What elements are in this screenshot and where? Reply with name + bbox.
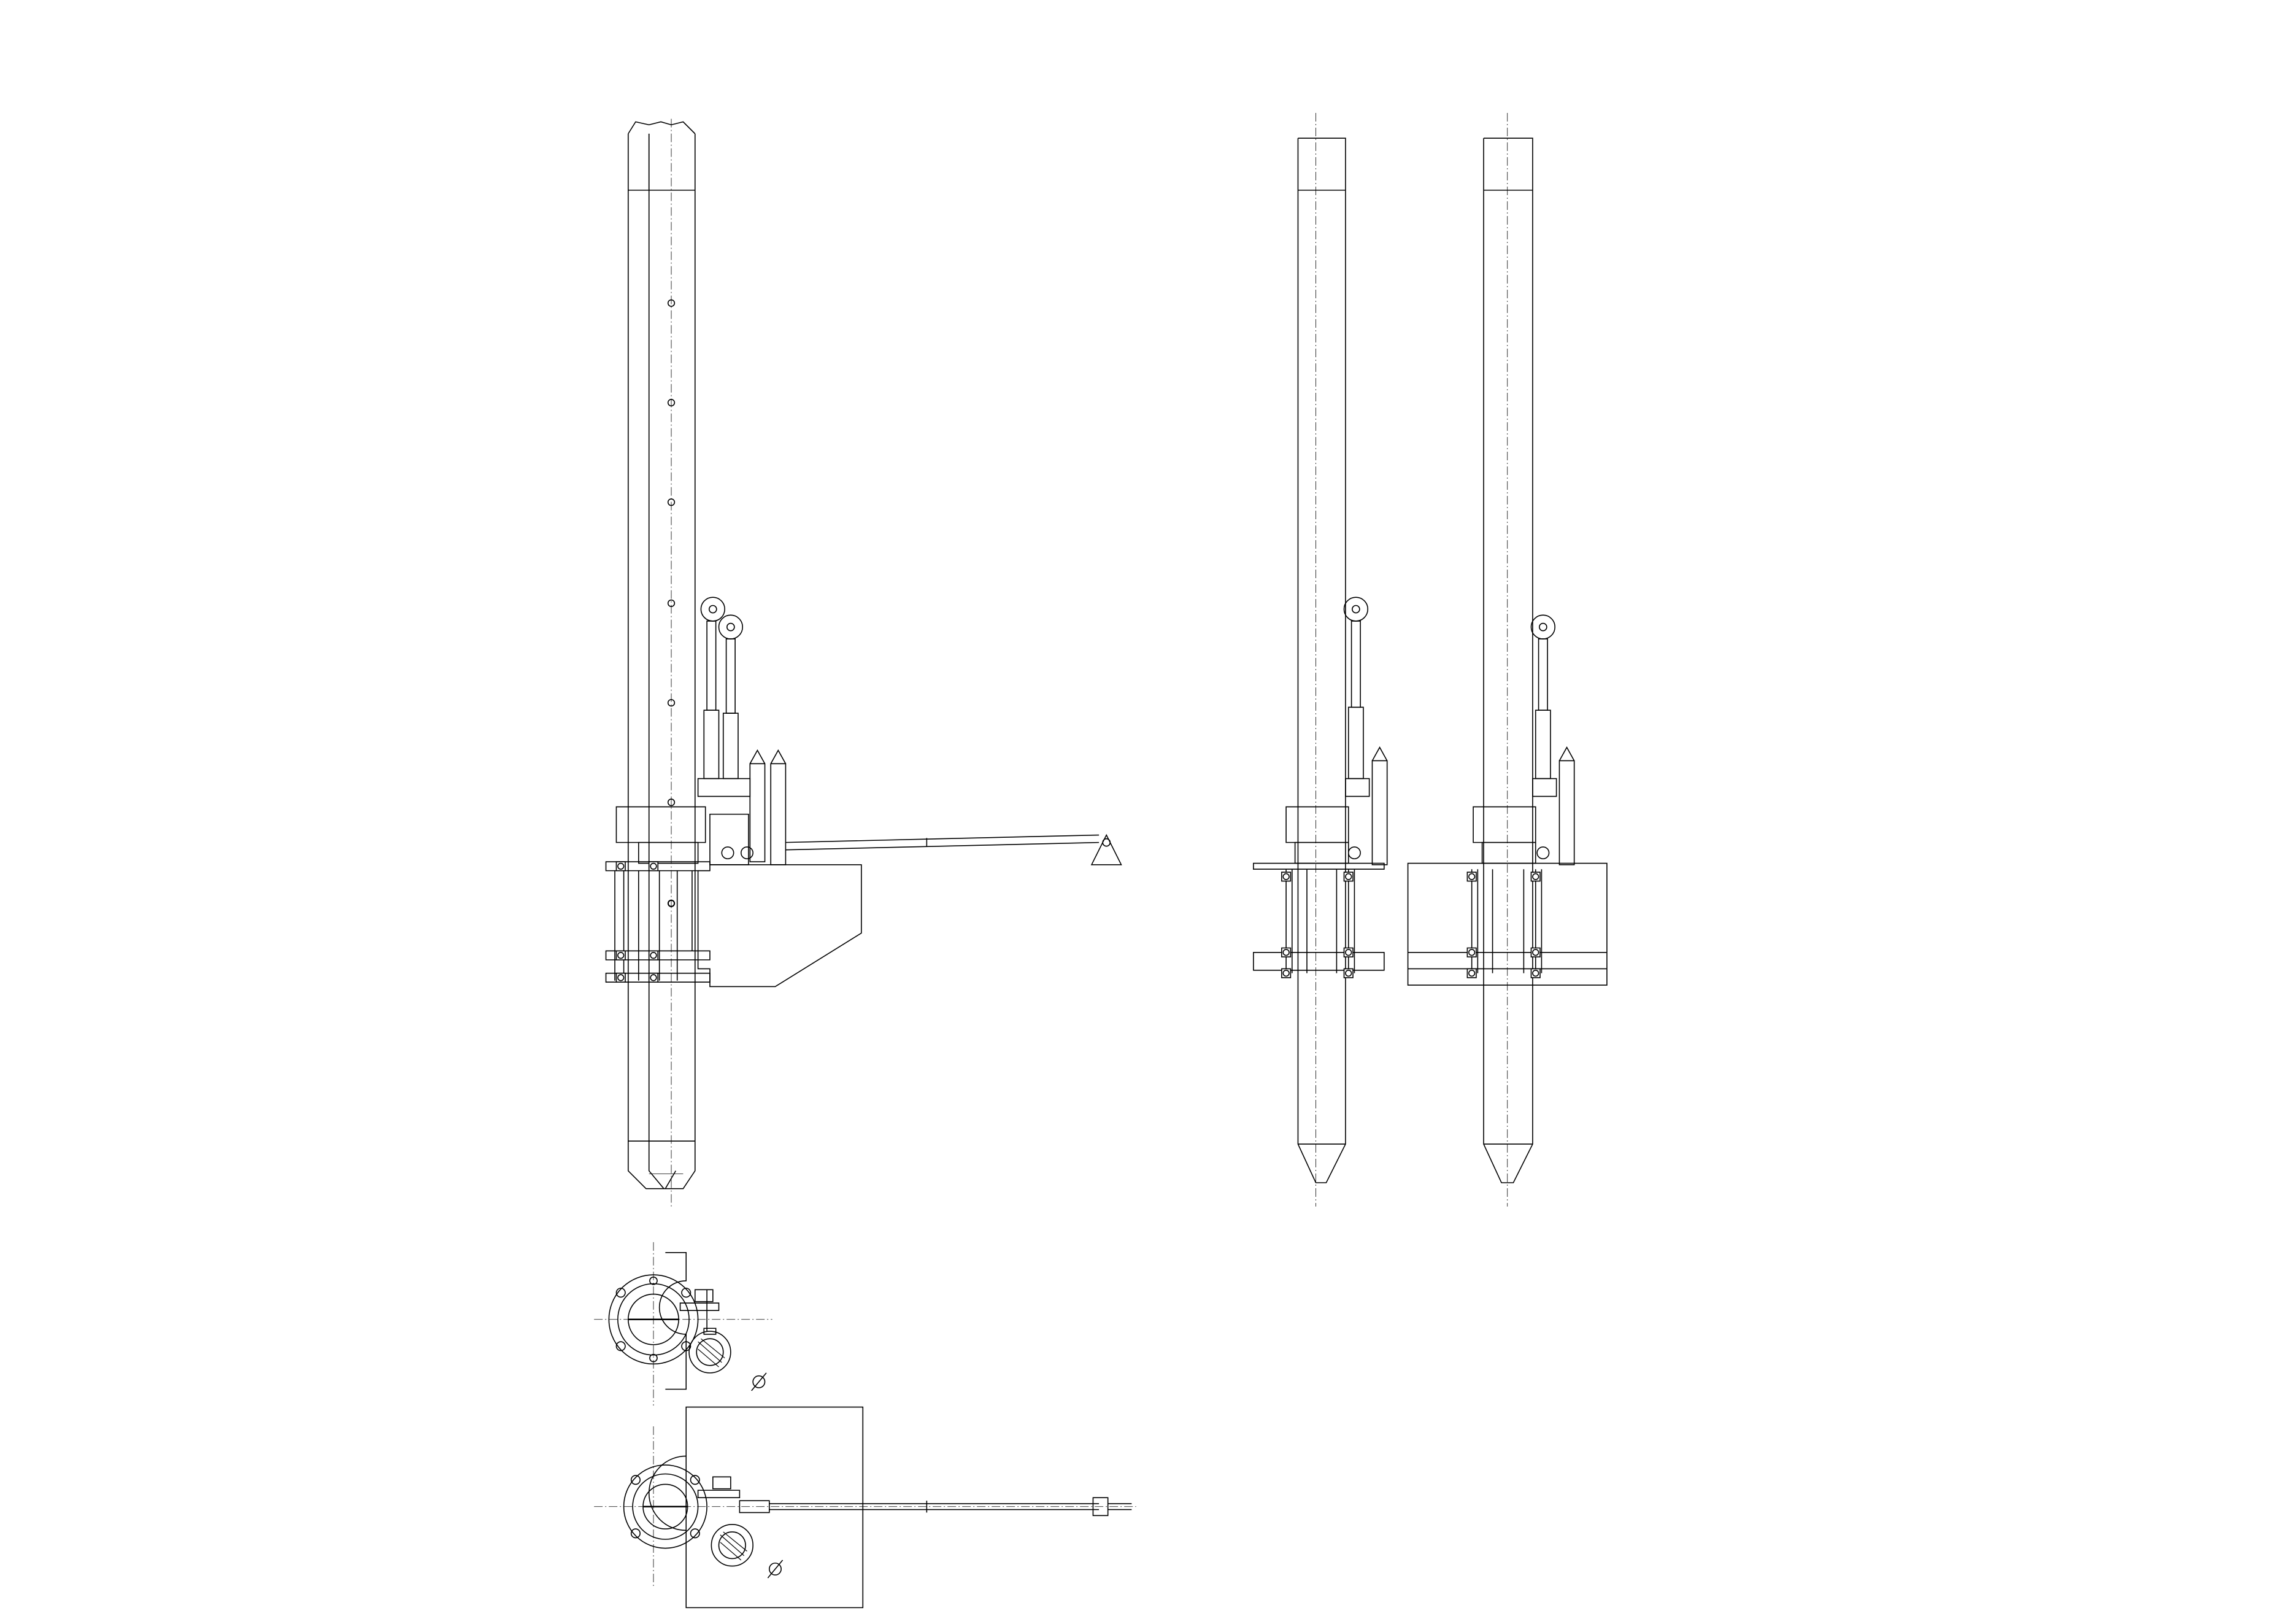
guide-collar — [1473, 807, 1549, 864]
front-view-large-plate — [1408, 113, 1607, 1207]
top-view-upper — [594, 1242, 772, 1406]
hydraulic-cylinder — [1344, 597, 1387, 865]
side-view-with-arm — [606, 119, 1122, 1207]
column — [1298, 113, 1345, 1207]
clamp-assembly — [606, 860, 710, 984]
telescopic-arm — [739, 1498, 1131, 1515]
guide-collar — [616, 807, 705, 864]
hydraulic-cylinder — [1531, 615, 1574, 865]
column-pair — [628, 119, 695, 1207]
front-view-small-plate — [1254, 113, 1387, 1207]
cylinder-section — [711, 1525, 753, 1566]
diameter-symbol — [768, 1560, 782, 1578]
clamp-assembly — [1466, 869, 1541, 979]
clamp-assembly — [1254, 864, 1384, 979]
base-plate — [668, 865, 861, 987]
diameter-symbol — [752, 1373, 766, 1391]
cylinder-section — [689, 1328, 731, 1373]
guide-collar — [1286, 807, 1360, 864]
telescopic-arm — [710, 814, 1121, 865]
base-plate — [1408, 864, 1607, 986]
hydraulic-cylinders — [698, 597, 786, 865]
top-view-lower-with-arm — [594, 1407, 1136, 1608]
column — [1484, 113, 1533, 1207]
